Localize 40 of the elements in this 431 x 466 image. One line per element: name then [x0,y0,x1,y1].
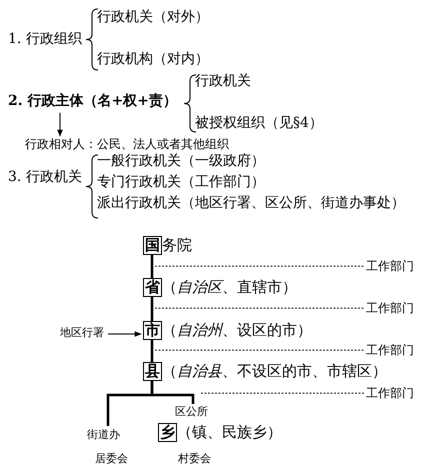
dashed-line [154,266,366,267]
side-text: 工作部门 [366,343,414,358]
item-text: 行政机关（对外） [97,9,209,26]
small-text: 村委会 [178,452,211,466]
boxed-character: 市 [143,321,162,340]
level-text: （自治县、不设区的市、市辖区） [162,362,387,380]
item-text: 派出行政机关（地区行署、区公所、街道办事处） [97,195,405,212]
item-text: 被授权组织（见§4） [195,115,323,132]
level-text: （自治区、直辖市） [162,278,297,296]
boxed-character: 国 [143,236,162,254]
level-text: 务院 [162,236,192,254]
item-label: 3. 行政机关 [8,169,82,186]
connector-line [150,340,154,362]
boxed-character: 县 [143,362,162,380]
connector-line [150,296,154,321]
small-text: 街道办 [87,428,120,442]
side-text: 工作部门 [366,386,414,400]
item-text: 行政机构（对内） [97,51,209,68]
boxed-character: 省 [143,278,162,296]
connector-line [150,254,154,278]
dashed-line [200,392,366,394]
side-text: 工作部门 [366,301,414,316]
item-text: 一般行政机关（一级政府） [97,153,265,170]
level-text: （自治州、设区的市） [162,321,312,339]
boxed-character: 乡 [158,423,177,442]
small-text: 区公所 [175,405,208,418]
item-label: 1. 行政组织 [8,31,82,48]
small-text: 居委会 [95,452,128,466]
connector-line [150,380,194,404]
item-label: 2. 行政主体（名+权+责） [8,93,177,110]
arrow [108,331,142,337]
note-text: 行政相对人：公民、法人或者其他组织 [25,137,229,152]
side-text: 工作部门 [366,259,414,274]
small-text: 地区行署 [60,326,104,340]
item-text: 行政机关 [195,73,251,90]
level-text: （镇、民族乡） [177,423,282,441]
dashed-line [154,350,366,351]
arrow [57,112,63,137]
item-text: 专门行政机关（工作部门） [97,174,265,191]
dashed-line [154,308,366,309]
